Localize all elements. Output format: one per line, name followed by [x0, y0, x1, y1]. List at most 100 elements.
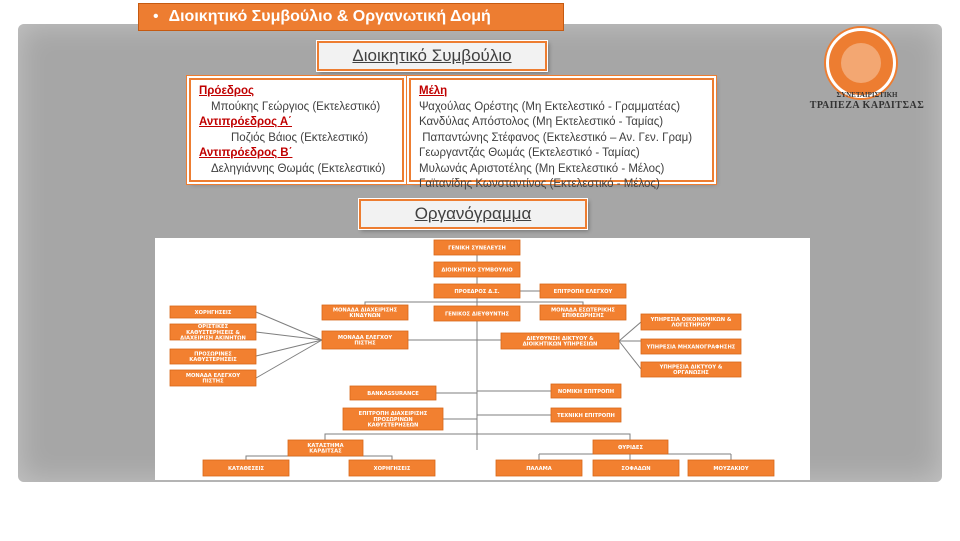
org-node-label: ΥΠΗΡΕΣΙΑ ΟΙΚΟΝΟΜΙΚΩΝ &ΛΟΓΙΣΤΗΡΙΟΥ: [650, 317, 732, 329]
org-node-box: [321, 330, 409, 350]
member-item: Ψαχούλας Ορέστης (Μη Εκτελεστικό - Γραμμ…: [419, 100, 681, 113]
org-node-box: [495, 459, 583, 477]
org-node-label: ΝΟΜΙΚΗ ΕΠΙΤΡΟΠΗ: [558, 389, 614, 395]
org-node-box: [539, 283, 627, 299]
board-heading: Διοικητικό Συμβούλιο: [317, 41, 547, 71]
org-node-fyl: ΘΥΡΙΔΕΣ: [592, 439, 669, 455]
org-node-box: [169, 369, 257, 387]
org-node-label: ΥΠΗΡΕΣΙΑ ΜΗΧΑΝΟΓΡΑΦΗΣΗΣ: [646, 344, 736, 350]
connector-line: [618, 340, 642, 370]
connector-line: [255, 311, 323, 341]
org-node-box: [348, 459, 436, 477]
connector-line: [364, 301, 477, 305]
org-node-box: [640, 338, 742, 355]
org-node-gd: ΓΕΝΙΚΟΣ ΔΙΕΥΘΥΝΤΗΣ: [433, 305, 521, 322]
org-node-label: ΘΥΡΙΔΕΣ: [618, 445, 643, 451]
bank-logo: ΣΥΝΕΤΑΙΡΙΣΤΙΚΗ ΤΡΑΠΕΖΑ ΚΑΡΔΙΤΣΑΣ: [800, 28, 934, 118]
org-node-kor2: ΧΟΡΗΓΗΣΕΙΣ: [348, 459, 436, 477]
org-node-label: ΠΑΛΑΜΑ: [526, 466, 552, 472]
connector-line: [324, 433, 477, 440]
org-node-box: [687, 459, 775, 477]
vp-b-name: Δεληγιάννης Θωμάς (Εκτελεστικό): [211, 162, 386, 175]
org-node-kor1: ΧΟΡΗΓΗΣΕΙΣ: [169, 305, 257, 319]
members-box: Μέλη Ψαχούλας Ορέστης (Μη Εκτελεστικό - …: [409, 78, 714, 190]
org-node-box: [550, 383, 622, 399]
org-node-ds: ΔΙΟΙΚΗΤΙΚΟ ΣΥΜΒΟΥΛΙΟ: [433, 261, 521, 278]
org-node-label: ΕΠΙΤΡΟΠΗ ΕΛΕΓΧΟΥ: [554, 289, 613, 295]
org-node-box: [202, 459, 290, 477]
org-node-box: [287, 439, 364, 457]
org-node-gs: ΓΕΝΙΚΗ ΣΥΝΕΛΕΥΣΗ: [433, 239, 521, 256]
org-node-box: [169, 305, 257, 319]
orgchart-heading: Οργανόγραμμα: [359, 199, 587, 229]
org-node-ee: ΕΠΙΤΡΟΠΗ ΕΛΕΓΧΟΥ: [539, 283, 627, 299]
member-item: Γεωργαντζάς Θωμάς (Εκτελεστικό - Ταμίας): [419, 147, 640, 159]
connector-line: [325, 455, 393, 460]
connector-line: [255, 339, 323, 379]
org-node-label: ΜΟΥΖΑΚΙΟΥ: [713, 466, 748, 472]
org-node-label: ΚΑΤΑΘΕΣΕΙΣ: [228, 466, 265, 472]
org-node-label: ΓΕΝΙΚΗ ΣΥΝΕΛΕΥΣΗ: [448, 245, 506, 251]
org-node-te: ΤΕΧΝΙΚΗ ΕΠΙΤΡΟΠΗ: [550, 407, 622, 423]
org-node-mou: ΜΟΥΖΑΚΙΟΥ: [687, 459, 775, 477]
bullet-icon: •: [153, 8, 159, 25]
slide-title-bar: • Διοικητικό Συμβούλιο & Οργανωτική Δομή: [138, 3, 564, 31]
org-node-box: [592, 439, 669, 455]
org-node-label: ΥΠΗΡΕΣΙΑ ΔΙΚΤΥΟΥ &ΟΡΓΑΝΩΣΗΣ: [659, 365, 723, 377]
org-node-label: ΠΡΟΕΔΡΟΣ Δ.Σ.: [454, 289, 499, 295]
org-node-box: [640, 361, 742, 378]
org-node-box: [433, 283, 521, 299]
connector-line: [618, 321, 642, 342]
org-node-yol: ΥΠΗΡΕΣΙΑ ΟΙΚΟΝΟΜΙΚΩΝ &ΛΟΓΙΣΤΗΡΙΟΥ: [640, 313, 742, 331]
members-role: Μέλη: [419, 85, 448, 97]
member-item: Κανδύλας Απόστολος (Μη Εκτελεστικό - Ταμ…: [419, 116, 664, 128]
org-node-box: [169, 323, 257, 341]
org-node-ba: BANKASSURANCE: [349, 385, 437, 401]
vp-a-role: Αντιπρόεδρος Α΄: [199, 116, 292, 128]
org-node-box: [169, 348, 257, 365]
vp-b-role: Αντιπρόεδρος Β΄: [199, 147, 293, 159]
connector-line: [538, 453, 732, 460]
member-item: Γαϊτανίδης Κωνσταντίνος (Εκτελεστικό - Μ…: [419, 178, 660, 190]
org-node-box: [321, 304, 409, 321]
org-node-label: ΣΟΦΑΔΩΝ: [621, 466, 650, 472]
member-item: Παπαντώνης Στέφανος (Εκτελεστικό – Αν. Γ…: [419, 131, 693, 144]
orgchart-diagram: ΓΕΝΙΚΗ ΣΥΝΕΛΕΥΣΗ ΔΙΟΙΚΗΤΙΚΟ ΣΥΜΒΟΥΛΙΟ ΠΡΟΕ…: [169, 239, 775, 477]
org-node-box: [433, 261, 521, 278]
president-name: Μπούκης Γεώργιος (Εκτελεστικό): [211, 100, 381, 113]
org-node-box: [349, 385, 437, 401]
org-node-label: ΧΟΡΗΓΗΣΕΙΣ: [195, 310, 232, 316]
connector-line: [477, 301, 584, 305]
org-node-label: ΔΙΟΙΚΗΤΙΚΟ ΣΥΜΒΟΥΛΙΟ: [441, 267, 513, 273]
presidency-box: Πρόεδρος Μπούκης Γεώργιος (Εκτελεστικό) …: [189, 78, 404, 182]
org-node-ne: ΝΟΜΙΚΗ ΕΠΙΤΡΟΠΗ: [550, 383, 622, 399]
org-node-pal: ΠΑΛΑΜΑ: [495, 459, 583, 477]
org-node-label: BANKASSURANCE: [367, 391, 419, 397]
connector-line: [245, 455, 325, 460]
org-node-box: [500, 332, 620, 350]
connector-line: [255, 339, 323, 357]
org-node-label: ΤΕΧΝΙΚΗ ΕΠΙΤΡΟΠΗ: [557, 413, 615, 419]
president-role: Πρόεδρος: [199, 85, 254, 97]
org-node-ydo: ΥΠΗΡΕΣΙΑ ΔΙΚΤΥΟΥ &ΟΡΓΑΝΩΣΗΣ: [640, 361, 742, 378]
org-node-box: [433, 239, 521, 256]
org-node-ym: ΥΠΗΡΕΣΙΑ ΜΗΧΑΝΟΓΡΑΦΗΣΗΣ: [640, 338, 742, 355]
logo-emblem-icon: [826, 28, 896, 98]
org-node-ddy: ΔΙΕΥΘΥΝΣΗ ΔΙΚΤΥΟΥ &ΔΙΟΙΚΗΤΙΚΩΝ ΥΠΗΡΕΣΙΩΝ: [500, 332, 620, 350]
org-node-box: [592, 459, 680, 477]
org-node-kat: ΚΑΤΑΘΕΣΕΙΣ: [202, 459, 290, 477]
